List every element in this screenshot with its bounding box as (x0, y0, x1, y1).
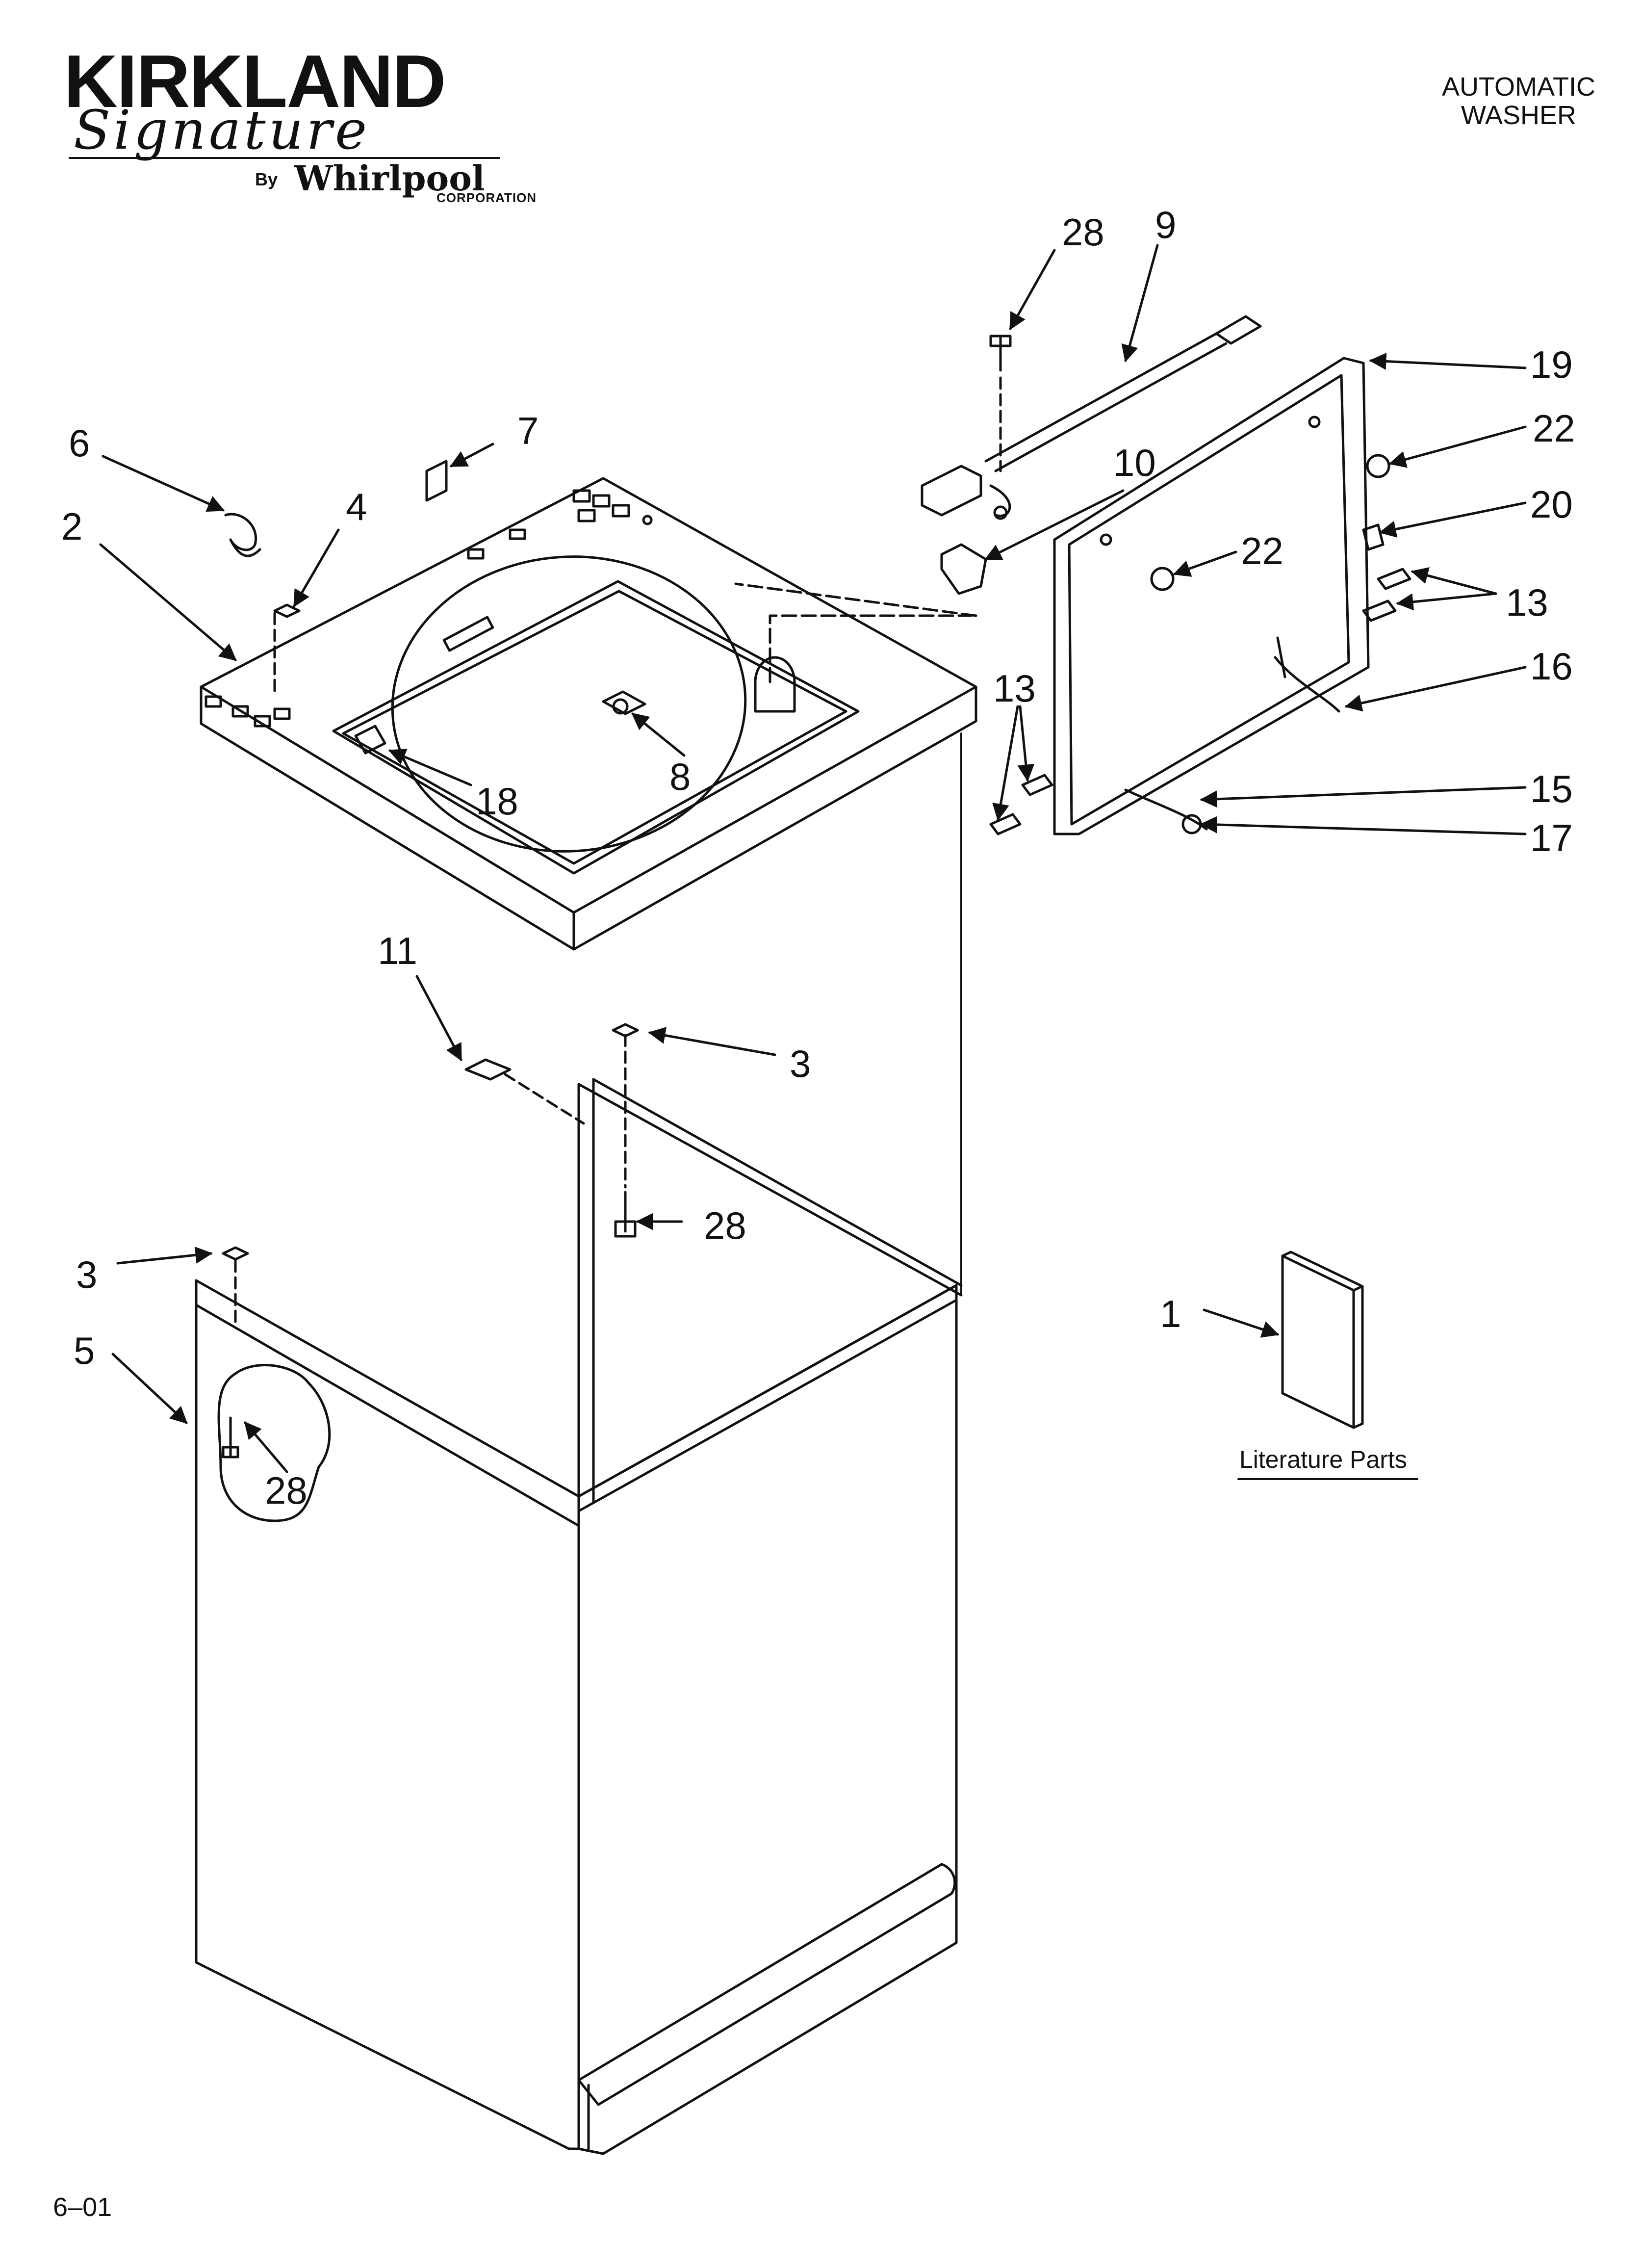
callout-17: 17 (1530, 816, 1573, 860)
lid-switch-harness (921, 315, 1262, 520)
callout-28-mid: 28 (704, 1204, 746, 1247)
page-code: 6–01 (53, 2192, 112, 2222)
literature-label: Literature Parts (1239, 1446, 1407, 1473)
brand-logo: KIRKLAND Signature By Whirlpool CORPORAT… (64, 40, 536, 221)
callout-19: 19 (1530, 343, 1573, 386)
brand-script: Signature (74, 99, 370, 161)
brand-divider (69, 157, 500, 159)
title-line-2: WASHER (1461, 101, 1576, 130)
callout-22-right: 22 (1533, 407, 1575, 450)
top-panel (200, 477, 977, 951)
callout-4: 4 (346, 485, 367, 528)
callout-1: 1 (1160, 1292, 1181, 1335)
callout-16: 16 (1530, 645, 1573, 688)
callout-28-cutaway: 28 (265, 1469, 308, 1512)
title-line-1: AUTOMATIC (1441, 72, 1595, 102)
callout-6: 6 (69, 421, 90, 465)
callout-15: 15 (1530, 767, 1573, 810)
callout-13-left: 13 (993, 667, 1036, 710)
callout-11: 11 (378, 929, 417, 972)
brand-by: By (255, 169, 278, 189)
callout-7: 7 (517, 409, 539, 452)
callout-3-upper: 3 (790, 1042, 811, 1085)
callout-18: 18 (476, 780, 518, 823)
brand-corporation: CORPORATION (436, 190, 537, 205)
callout-8: 8 (669, 755, 691, 798)
callout-3-lower: 3 (76, 1253, 97, 1296)
cabinet (195, 732, 963, 2155)
callout-10: 10 (1113, 441, 1156, 484)
callout-13-right: 13 (1506, 581, 1548, 624)
callout-20: 20 (1530, 483, 1573, 526)
callout-9: 9 (1155, 203, 1176, 246)
callout-2: 2 (61, 505, 82, 548)
document-title: AUTOMATIC WASHER (1442, 73, 1595, 130)
callout-22-left: 22 (1241, 529, 1283, 573)
small-parts (222, 335, 1411, 1459)
brand-name: KIRKLAND (64, 40, 446, 123)
console-back-panel (1053, 357, 1370, 835)
literature-booklet (1281, 1251, 1364, 1429)
brand-maker: Whirlpool (294, 158, 485, 199)
callout-numbers: 6 2 4 7 28 9 10 19 22 20 22 13 16 13 15 … (61, 203, 1575, 1512)
callout-28-top: 28 (1062, 210, 1104, 254)
callout-5: 5 (74, 1329, 95, 1372)
leader-arrows (99, 244, 1527, 1473)
